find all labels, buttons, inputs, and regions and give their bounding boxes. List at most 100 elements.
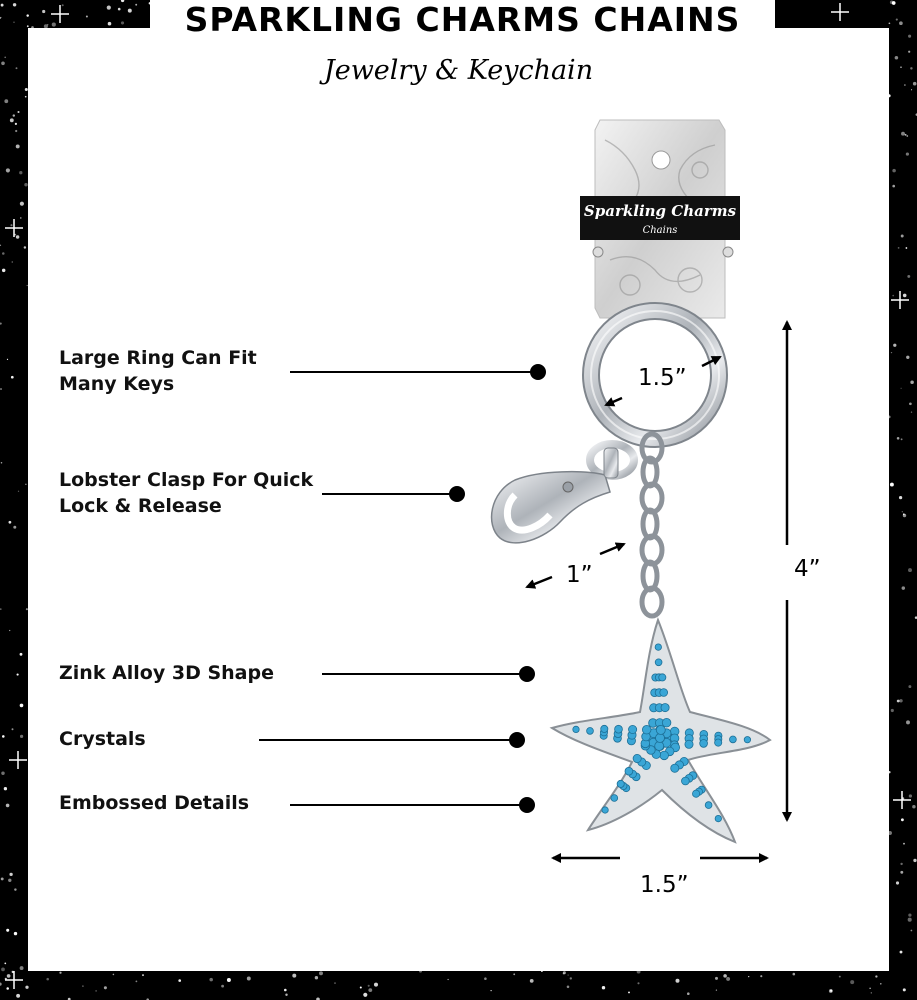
- crystal-stone: [659, 688, 668, 697]
- sparkle-dot: [19, 734, 24, 739]
- crystal-stone: [743, 736, 752, 744]
- sparkle-dot: [15, 144, 20, 149]
- sparkle-dot: [9, 629, 11, 632]
- sparkle-glint: [5, 219, 23, 237]
- sparkle-dot: [373, 982, 379, 987]
- sparkle-dot: [912, 81, 917, 86]
- sparkle-dot: [0, 982, 2, 986]
- crystal-stone: [654, 741, 665, 751]
- crystal-stone: [586, 727, 594, 735]
- sparkle-dot: [13, 525, 17, 529]
- sparkle-dot: [907, 274, 911, 278]
- crystal-stone: [628, 725, 638, 735]
- sparkle-dot: [910, 929, 913, 932]
- sparkle-dot: [11, 728, 14, 731]
- sparkle-dot: [24, 182, 28, 187]
- sparkle-dot: [895, 881, 900, 885]
- sparkle-dot: [6, 974, 11, 978]
- sparkle-dot: [15, 235, 20, 239]
- sparkle-dot: [892, 168, 896, 173]
- sparkle-dot: [19, 171, 23, 175]
- sparkle-dot: [906, 355, 910, 359]
- crystal-stone: [704, 801, 713, 809]
- lobster-clasp: [490, 440, 638, 544]
- sparkle-dot: [892, 294, 895, 297]
- sparkle-dot: [95, 990, 97, 992]
- sparkle-dot: [12, 3, 17, 7]
- crystal-stones: [572, 643, 752, 823]
- crystal-stone: [616, 779, 625, 788]
- sparkle-dot: [14, 233, 17, 236]
- sparkle-dot: [26, 14, 29, 17]
- crystal-stone: [660, 703, 670, 713]
- sparkle-dot: [82, 985, 84, 987]
- sparkle-dot: [687, 992, 690, 995]
- crystal-stone: [600, 724, 609, 733]
- sparkle-dot: [120, 0, 125, 3]
- sparkle-dot: [828, 989, 833, 993]
- sparkle-dot: [912, 804, 916, 809]
- sparkle-dot: [896, 699, 900, 703]
- callout-ring-line1: Large Ring Can Fit: [59, 347, 257, 369]
- sparkle-dot: [25, 985, 29, 989]
- chain-link: [639, 585, 665, 619]
- crystal-stone: [729, 735, 737, 744]
- sparkle-dot: [13, 21, 15, 23]
- sparkle-dot: [726, 976, 731, 981]
- sparkle-dot: [562, 972, 565, 975]
- sparkle-dot: [2, 252, 5, 255]
- sparkle-dot: [0, 244, 2, 246]
- sparkle-dot: [13, 931, 18, 936]
- sparkle-dot: [908, 50, 911, 53]
- tag-sub-text: Chains: [643, 225, 678, 236]
- sparkle-dot: [897, 247, 900, 249]
- sparkle-dot: [142, 974, 144, 977]
- sparkle-dot: [61, 4, 64, 7]
- chain-links: [639, 431, 665, 619]
- sparkle-dot: [10, 375, 14, 379]
- sparkle-dot: [910, 67, 913, 70]
- crystal-stone: [654, 658, 663, 667]
- sparkle-dot: [490, 989, 492, 992]
- sparkle-dot: [117, 7, 121, 11]
- crystal-stone: [681, 776, 690, 786]
- sparkle-dot: [901, 511, 903, 513]
- sparkle-dot: [910, 380, 914, 385]
- dimension-arrows: [525, 320, 792, 863]
- sparkle-dot: [367, 984, 370, 987]
- sparkle-dot: [334, 982, 336, 984]
- dimension-chain-length: 1”: [566, 562, 593, 588]
- sparkle-dot: [890, 351, 893, 354]
- sparkle-dot: [319, 971, 323, 976]
- crystal-stone: [659, 750, 669, 761]
- sparkle-dot: [283, 988, 287, 992]
- sparkle-dot: [838, 975, 841, 978]
- sparkle-dot: [17, 490, 20, 492]
- crystal-stone: [601, 806, 609, 814]
- sparkle-dot: [792, 972, 796, 976]
- sparkle-dot: [0, 877, 4, 881]
- sparkle-dot: [46, 977, 49, 981]
- sparkle-dot: [562, 971, 566, 975]
- sparkle-dot: [12, 114, 15, 117]
- sparkle-dot: [898, 495, 903, 500]
- split-key-ring: [582, 302, 728, 448]
- sparkle-dot: [3, 787, 8, 791]
- sparkle-dot: [904, 133, 907, 136]
- sparkle-dot: [14, 888, 17, 891]
- sparkle-dot: [902, 513, 905, 516]
- sparkle-dot: [601, 986, 606, 990]
- dimension-charm-width: 1.5”: [640, 872, 689, 898]
- sparkle-dot: [0, 608, 2, 610]
- sparkle-dot: [11, 261, 13, 263]
- sparkle-dot: [246, 976, 251, 981]
- sparkle-dot: [0, 17, 1, 19]
- sparkle-glint: [893, 791, 911, 809]
- sparkle-dot: [899, 699, 903, 703]
- sparkle-dot: [760, 975, 763, 978]
- sparkle-dot: [25, 483, 27, 485]
- sparkle-dot: [19, 201, 24, 206]
- sparkle-glint: [831, 3, 849, 21]
- sparkle-dot: [569, 977, 573, 980]
- tag-floral-pattern: [604, 139, 716, 296]
